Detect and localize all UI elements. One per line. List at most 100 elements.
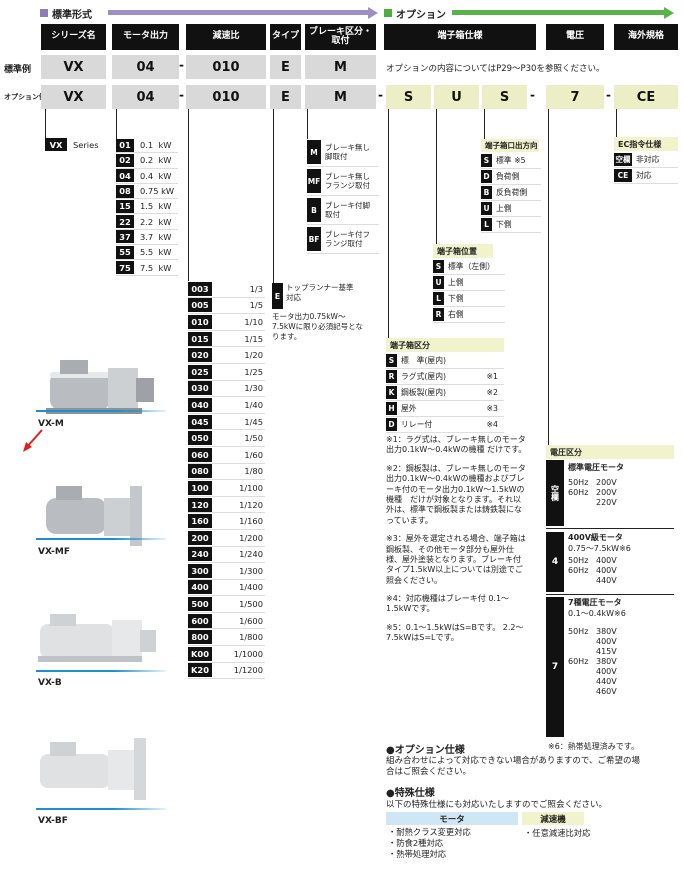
ec-code: CE	[614, 169, 632, 182]
terminal-direction-code: L	[481, 218, 492, 231]
voltage-line: 460V	[568, 687, 617, 697]
terminal-direction-label: 標準 ※5	[496, 156, 526, 165]
terminal-position-title: 端子箱位置	[433, 244, 493, 258]
ratio-value: 1/400	[239, 582, 263, 593]
note-item: ※1：ラグ式は、ブレーキ無しのモータ出力0.1kW～0.4kWの機種 だけです。	[386, 435, 527, 455]
header-overseas: 海外規格	[614, 24, 678, 50]
option-label: オプション例	[4, 93, 46, 101]
option-spec-title: ●オプション仕様	[386, 745, 465, 756]
header-type: タイプ	[270, 24, 301, 50]
voltage-value: 440V	[596, 576, 617, 585]
brake-code: B	[307, 198, 321, 222]
ratio-value: 1/45	[244, 416, 263, 427]
ratio-value: 1/80	[244, 466, 263, 477]
std-series: VX	[41, 55, 106, 79]
ratio-value: 1/500	[239, 599, 263, 610]
motor-value: 7.5 kW	[140, 262, 172, 273]
type-note: モータ出力0.75kW～7.5kWに限り必須記号となります。	[272, 312, 363, 341]
note-item: ※4：対応機種はブレーキ付 0.1～1.5kWです。	[386, 594, 510, 614]
special-motor-title: モータ	[386, 812, 518, 825]
voltage-hz: 60Hz	[568, 657, 589, 666]
product-vx-b	[30, 610, 180, 670]
special-gear-title: 減速機	[522, 812, 584, 825]
ratio-value: 1/50	[244, 433, 263, 444]
ratio-value: 1/160	[239, 516, 263, 527]
opt-voltage: 7	[546, 85, 604, 109]
type-code: E	[272, 283, 283, 309]
ratio-code: 300	[188, 563, 212, 578]
ratio-code: 045	[188, 414, 212, 429]
special-motor-item: ・熱帯処理対応	[388, 848, 447, 859]
ratio-value: 1/800	[239, 632, 263, 643]
terminal-position-code: L	[433, 292, 444, 305]
ratio-code: 030	[188, 381, 212, 396]
voltage-hz: 50Hz	[568, 478, 589, 487]
note-item: ※3：屋外を選定される場合、端子箱は鋼板製、その他モータ部分も屋外仕様、屋外塗装…	[386, 534, 526, 585]
std-type: E	[270, 55, 301, 79]
motor-code: 22	[116, 215, 134, 229]
ratio-code: 600	[188, 613, 212, 628]
motor-code: 75	[116, 261, 134, 275]
ratio-value: 1/600	[239, 615, 263, 626]
header-motor: モータ出力	[112, 24, 179, 50]
opt-motor: 04	[112, 85, 179, 109]
voltage-value: 220V	[596, 498, 617, 507]
ratio-value: 1/20	[244, 350, 263, 361]
header-voltage: 電圧	[546, 24, 604, 50]
motor-code: 02	[116, 153, 134, 167]
special-spec-title: ●特殊仕様	[386, 788, 435, 799]
ratio-code: K20	[188, 663, 212, 678]
terminal-type-label: 標 準(屋内)	[401, 356, 447, 365]
ratio-code: K00	[188, 646, 212, 661]
terminal-type-code: K	[386, 386, 397, 399]
motor-value: 0.2 kW	[140, 155, 172, 166]
product-vx-mf	[30, 480, 180, 550]
voltage-line: 220V	[568, 498, 617, 508]
example-label: 標準例	[4, 65, 32, 75]
option-note: オプションの内容についてはP29～P30を参照ください。	[386, 64, 605, 74]
voltage-line: 415V	[568, 647, 617, 657]
motor-code: 55	[116, 245, 134, 259]
brake-label: ブレーキ付フランジ取付	[325, 229, 370, 248]
terminal-direction-title: 端子箱口出方向	[481, 139, 539, 152]
terminal-type-title: 端子箱区分	[386, 338, 504, 352]
ec-code: 空欄	[614, 153, 632, 166]
list-item: 045 1/45	[188, 414, 265, 431]
terminal-position-code: S	[433, 260, 444, 273]
special-motor-item: ・耐熱クラス変更対応	[388, 827, 471, 837]
voltage-hz: 60Hz	[568, 566, 589, 575]
motor-value: 0.1 kW	[140, 140, 172, 151]
motor-code: 01	[116, 138, 134, 152]
terminal-type-note: ※1	[486, 372, 499, 381]
ratio-value: 1/300	[239, 565, 263, 576]
terminal-position-label: 標準（左側）	[448, 262, 495, 271]
terminal-position-label: 上側	[448, 278, 464, 287]
voltage-code-7: 7	[546, 597, 564, 737]
list-item: 600 1/600	[188, 613, 265, 630]
opt-terminal-type: S	[386, 85, 431, 109]
brake-code: BF	[307, 227, 321, 251]
ratio-value: 1/100	[239, 482, 263, 493]
opt-overseas: CE	[614, 85, 678, 109]
note-item: ※5：0.1～1.5kWはS=Bです。 2.2～7.5kWはS=Lです。	[386, 622, 524, 643]
list-item: 75 7.5 kW	[116, 260, 178, 276]
